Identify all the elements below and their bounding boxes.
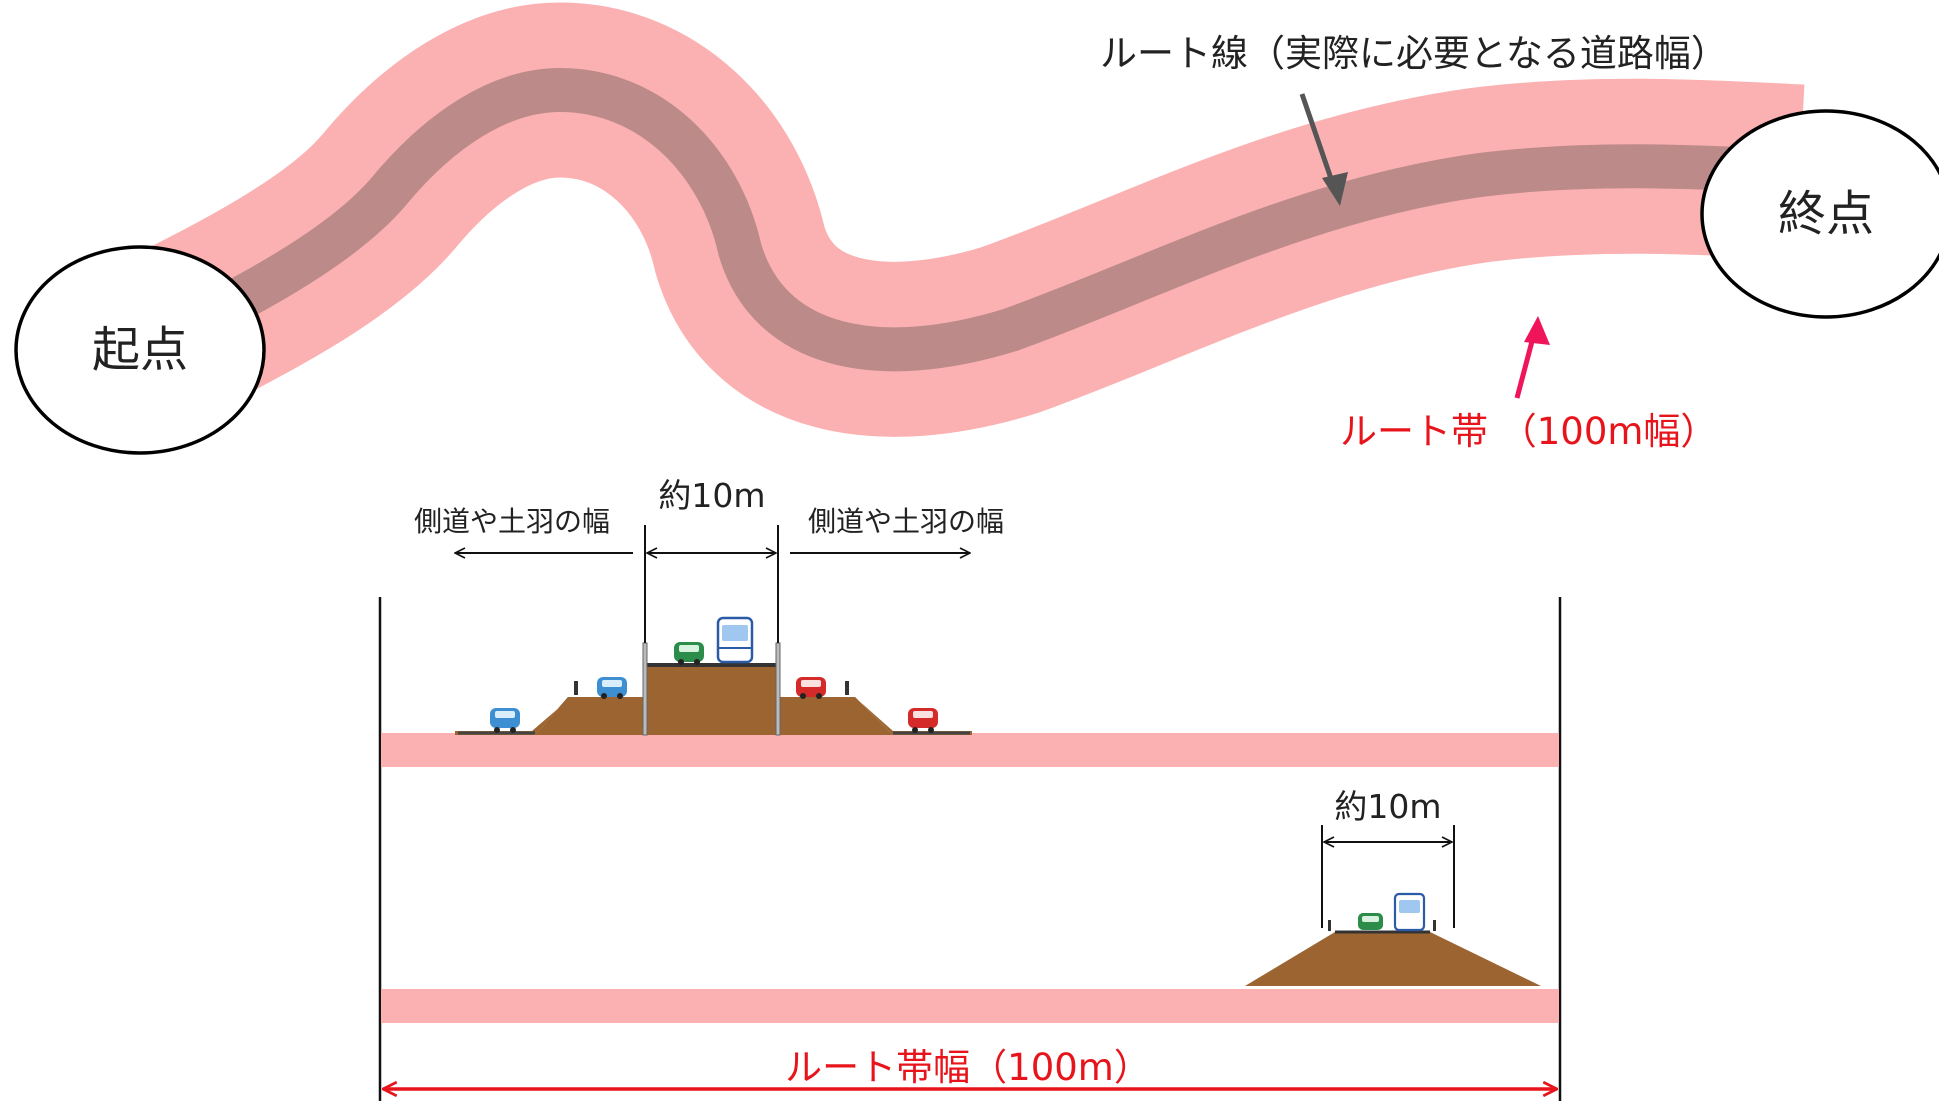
center-width-label: 約10m	[658, 476, 765, 515]
embankment-section-narrow: 約10m	[1245, 787, 1541, 986]
post	[1433, 920, 1436, 931]
left-side-label: 側道や土羽の幅	[414, 505, 610, 538]
post	[845, 681, 849, 695]
band-width-label: ルート帯幅（100m）	[785, 1046, 1151, 1089]
embankment-earth	[1245, 932, 1541, 986]
end-point-label: 終点	[1778, 186, 1874, 242]
plan-view: 起点 終点 ルート線（実際に必要となる道路幅） ルート帯 （100m幅）	[14, 2, 1939, 455]
car-blue	[490, 708, 520, 733]
retaining-wall-left	[642, 642, 648, 736]
start-point-circle	[14, 245, 266, 455]
post	[1328, 920, 1331, 931]
embankment-body	[535, 665, 893, 735]
route-band-label: ルート帯 （100m幅）	[1340, 410, 1717, 453]
car-green	[1358, 913, 1383, 930]
band-strip-lower	[381, 989, 1559, 1023]
route-line-pointer-head	[1322, 172, 1348, 206]
route-line-label: ルート線（実際に必要となる道路幅）	[1100, 32, 1728, 75]
car-red	[796, 677, 826, 699]
cross-section-view: 約10m 側道や土羽の幅 側道や土羽の幅 約10m	[378, 476, 1562, 1101]
retaining-wall-right	[775, 642, 781, 736]
post	[574, 681, 578, 695]
car-green	[674, 642, 704, 665]
route-line	[140, 68, 1802, 372]
right-side-label: 側道や土羽の幅	[808, 505, 1004, 538]
end-point-circle	[1700, 109, 1939, 319]
band-strip-upper	[381, 733, 1559, 767]
route-band-pointer-head	[1524, 316, 1550, 345]
start-point-label: 起点	[92, 322, 188, 378]
embankment-section-wide: 約10m 側道や土羽の幅 側道や土羽の幅	[414, 476, 1004, 736]
bus	[716, 616, 754, 664]
car-blue	[597, 677, 627, 699]
narrow-width-label: 約10m	[1334, 787, 1441, 826]
route-band	[110, 2, 1805, 437]
car-red	[908, 708, 938, 733]
bus	[1393, 892, 1426, 932]
